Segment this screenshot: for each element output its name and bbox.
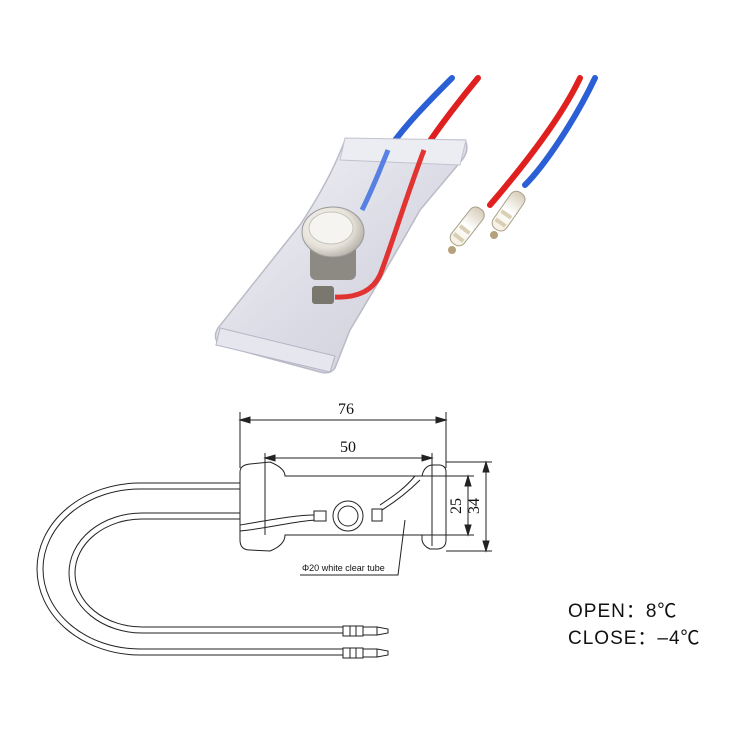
- wire-up-right-2: [381, 479, 421, 511]
- thermostat-cap-top: [308, 211, 354, 245]
- thermostat-bracket: [312, 286, 334, 304]
- terminal-left: [449, 206, 485, 247]
- dim-25-label: 25: [448, 498, 465, 514]
- wire-up-right: [379, 475, 416, 506]
- blue-wire-inside: [359, 149, 391, 212]
- terminal-right-tip: [490, 231, 498, 239]
- terminal-right: [491, 190, 526, 232]
- drawing-thermostat-tab-left: [313, 510, 327, 522]
- drawing-terminal-top: [342, 625, 389, 637]
- red-wire-inside: [334, 149, 427, 300]
- open-temperature-spec: OPEN：8℃: [568, 601, 678, 622]
- dim-34-label: 34: [466, 498, 483, 514]
- wire-outline-inner-inner: [74, 518, 345, 628]
- bag-bottom-seal: [215, 327, 336, 373]
- dim-50-label: 50: [340, 439, 356, 456]
- dim-76-label: 76: [338, 401, 354, 418]
- product-photo: [214, 75, 598, 374]
- technical-drawing: [36, 412, 492, 659]
- bag-top-seal: [339, 137, 467, 166]
- terminal-left-tip: [448, 246, 456, 254]
- tube-label: Φ20 white clear tube: [302, 563, 385, 573]
- wire-to-thermostat-2: [239, 519, 317, 532]
- drawing-thermostat-inner: [337, 505, 359, 527]
- blue-wire-right: [522, 75, 598, 188]
- drawing-thermostat-tab-right: [371, 508, 383, 522]
- tube-label-leader: [300, 519, 406, 576]
- wire-to-thermostat: [239, 514, 316, 526]
- drawing-thermostat-outer: [332, 500, 364, 532]
- close-temperature-spec: CLOSE：–4℃: [568, 628, 701, 649]
- red-wire-right: [487, 75, 583, 208]
- wire-outline-inner: [68, 512, 345, 634]
- wire-outline-outer-inner: [42, 488, 345, 650]
- wire-outline-outer: [36, 482, 345, 656]
- drawing-terminal-bottom: [342, 647, 389, 659]
